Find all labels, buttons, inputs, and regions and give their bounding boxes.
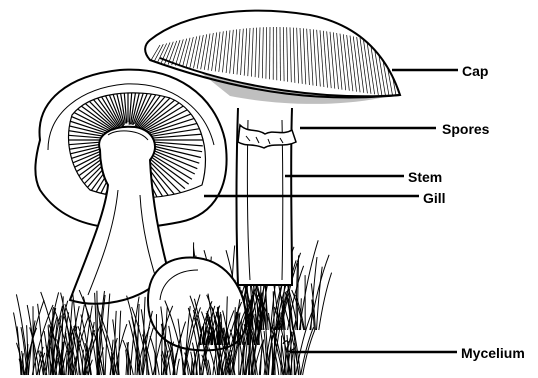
cap-label: Cap xyxy=(462,63,488,79)
spores-label: Spores xyxy=(442,121,490,137)
mycelium-label: Mycelium xyxy=(461,345,525,361)
gill-label: Gill xyxy=(423,190,446,206)
stem-label: Stem xyxy=(408,169,442,185)
